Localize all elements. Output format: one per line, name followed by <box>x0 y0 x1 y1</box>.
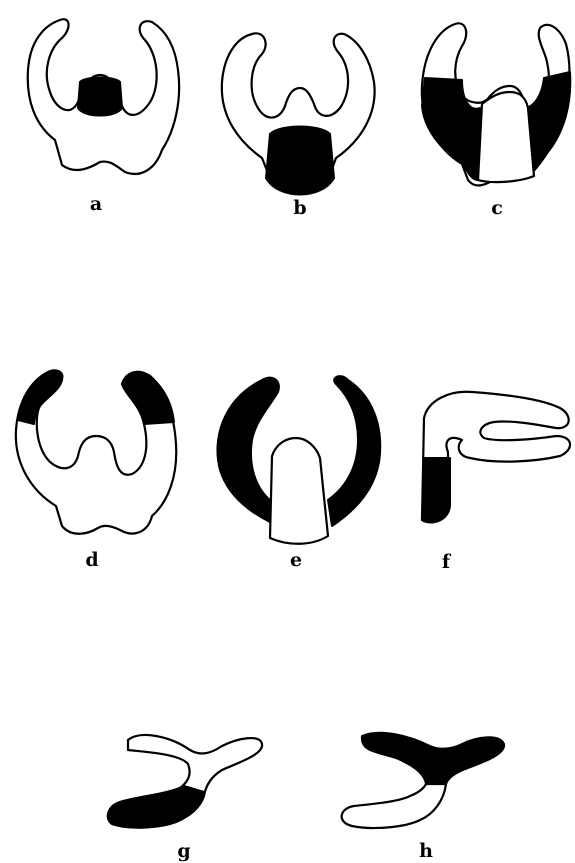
panel-g-dark-region <box>108 786 204 828</box>
panel-d-dark-left <box>18 370 62 424</box>
panel-g: g <box>108 735 262 862</box>
panel-b-label: b <box>293 197 306 219</box>
panel-g-label: g <box>177 840 190 862</box>
panel-a-dark-region <box>78 78 122 116</box>
panel-d-dark-right <box>122 372 174 424</box>
panel-c: c <box>422 23 570 219</box>
panel-b-dark-region <box>266 127 334 195</box>
panel-a: a <box>28 19 179 215</box>
panel-h: h <box>342 733 504 862</box>
panel-d-label: d <box>85 549 98 571</box>
panel-d: d <box>16 370 176 571</box>
panel-f-label: f <box>442 551 452 573</box>
panel-h-dark-region <box>362 733 504 784</box>
panel-e-label: e <box>290 549 302 571</box>
panel-a-label: a <box>90 193 102 215</box>
panel-e-dark-left <box>217 378 278 522</box>
panel-c-inner-column <box>478 92 534 182</box>
panel-b: b <box>222 33 375 219</box>
panel-f: f <box>422 392 570 573</box>
panel-h-body <box>342 784 446 828</box>
panel-c-dark-left <box>422 78 480 180</box>
panel-e-dark-right <box>328 376 380 526</box>
panel-e-inner-column <box>270 438 328 544</box>
panel-f-dark-region <box>422 458 450 522</box>
panel-e: e <box>217 376 380 571</box>
panel-h-label: h <box>419 840 433 862</box>
panel-c-label: c <box>491 197 503 219</box>
